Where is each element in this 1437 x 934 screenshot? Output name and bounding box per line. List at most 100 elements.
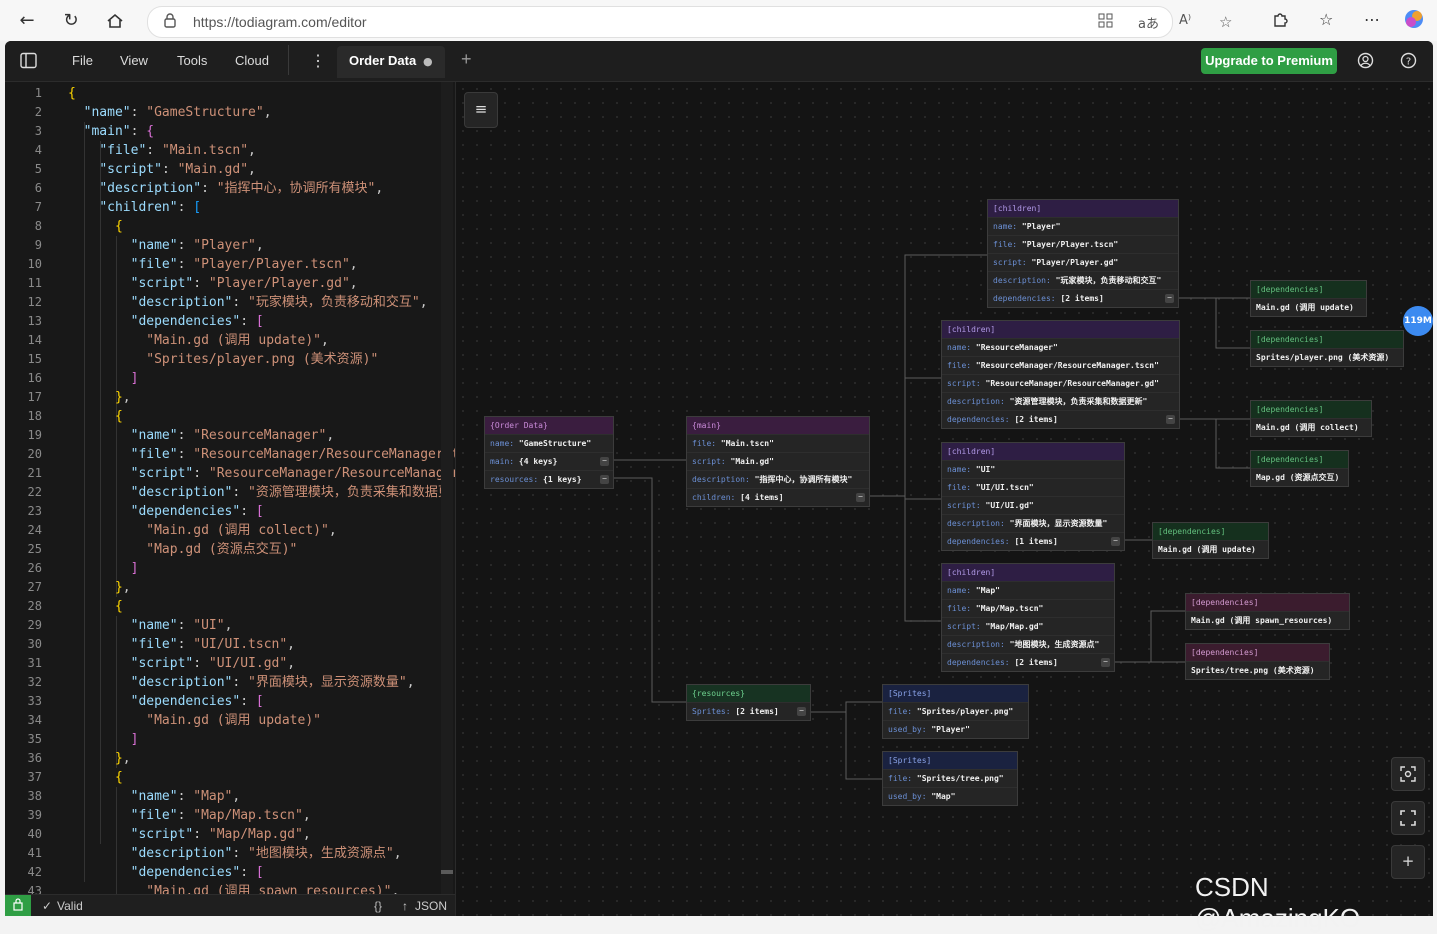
- home-icon[interactable]: [102, 8, 128, 34]
- menu-view[interactable]: View: [120, 53, 148, 68]
- code-line[interactable]: },: [68, 388, 131, 407]
- code-line[interactable]: "name": "UI",: [68, 616, 233, 635]
- code-line[interactable]: },: [68, 749, 131, 768]
- kebab-menu-icon[interactable]: ⋮: [310, 53, 326, 70]
- code-line[interactable]: "name": "Map",: [68, 787, 241, 806]
- graph-node-dep_m2[interactable]: [dependencies]Sprites/tree.png (美术资源): [1185, 643, 1330, 680]
- menu-cloud[interactable]: Cloud: [235, 53, 269, 68]
- code-line[interactable]: {: [68, 768, 123, 787]
- format-label[interactable]: JSON: [415, 899, 448, 913]
- address-bar[interactable]: https://todiagram.com/editor aあ A⁾ ☆: [147, 6, 1232, 38]
- cloud-sync-icon[interactable]: [5, 895, 31, 916]
- code-line[interactable]: "Main.gd (调用 update)",: [68, 331, 329, 350]
- graph-node-spr2[interactable]: [Sprites]file: "Sprites/tree.png"used_by…: [882, 751, 1018, 806]
- add-tab-button[interactable]: +: [461, 49, 472, 69]
- memory-badge[interactable]: 119M: [1403, 306, 1433, 336]
- graph-node-root[interactable]: {Order Data}name: "GameStructure"main: {…: [484, 416, 614, 489]
- editor-scrollbar[interactable]: [441, 82, 453, 894]
- graph-node-dep_r2[interactable]: [dependencies]Map.gd (资源点交互): [1250, 450, 1349, 487]
- code-line[interactable]: "main": {: [68, 122, 154, 141]
- code-line[interactable]: "script": "Main.gd",: [68, 160, 256, 179]
- canvas-menu-icon[interactable]: ≡: [464, 92, 498, 128]
- translate-icon[interactable]: aあ: [1138, 17, 1159, 32]
- tab-order-data[interactable]: Order Data ●: [337, 46, 445, 78]
- code-line[interactable]: {: [68, 217, 123, 236]
- code-line[interactable]: {: [68, 84, 76, 103]
- apps-grid-icon[interactable]: [1098, 13, 1113, 32]
- code-line[interactable]: ]: [68, 559, 139, 578]
- graph-node-map[interactable]: [children]name: "Map"file: "Map/Map.tscn…: [941, 563, 1115, 672]
- menu-file[interactable]: File: [72, 53, 93, 68]
- menu-tools[interactable]: Tools: [177, 53, 208, 68]
- code-line[interactable]: "Sprites/player.png (美术资源)": [68, 350, 378, 369]
- code-line[interactable]: "script": "Player/Player.gd",: [68, 274, 358, 293]
- code-line[interactable]: "description": "指挥中心，协调所有模块",: [68, 179, 383, 198]
- format-braces-icon[interactable]: {}: [374, 899, 383, 913]
- sidebar-toggle-icon[interactable]: [20, 52, 37, 72]
- favorite-star-icon[interactable]: ☆: [1219, 13, 1233, 31]
- code-line[interactable]: "name": "ResourceManager",: [68, 426, 335, 445]
- code-line[interactable]: "Map.gd (资源点交互)": [68, 540, 297, 559]
- extensions-icon[interactable]: [1271, 10, 1289, 32]
- graph-node-dep_p1[interactable]: [dependencies]Main.gd (调用 update): [1250, 280, 1367, 317]
- collapse-icon[interactable]: −: [1111, 537, 1120, 546]
- code-line[interactable]: "file": "ResourceManager/ResourceManager…: [68, 445, 455, 464]
- help-icon[interactable]: ?: [1400, 52, 1417, 72]
- code-line[interactable]: "dependencies": [: [68, 502, 264, 521]
- code-line[interactable]: "file": "Main.tscn",: [68, 141, 256, 160]
- graph-node-spr1[interactable]: [Sprites]file: "Sprites/player.png"used_…: [882, 684, 1029, 739]
- copilot-icon[interactable]: [1403, 8, 1425, 34]
- url-text[interactable]: https://todiagram.com/editor: [193, 14, 367, 30]
- collapse-icon[interactable]: −: [1101, 658, 1110, 667]
- back-arrow-icon[interactable]: ←: [19, 10, 35, 31]
- code-line[interactable]: },: [68, 578, 131, 597]
- code-line[interactable]: "file": "Map/Map.tscn",: [68, 806, 311, 825]
- graph-node-resmgr[interactable]: [children]name: "ResourceManager"file: "…: [941, 320, 1180, 429]
- code-line[interactable]: "dependencies": [: [68, 863, 264, 882]
- code-line[interactable]: "description": "资源管理模块，负责采集和数据更: [68, 483, 451, 502]
- diagram-canvas[interactable]: ≡ {Order Data}name: "GameStructure"main:…: [455, 82, 1433, 916]
- graph-node-main[interactable]: {main}file: "Main.tscn"script: "Main.gd"…: [686, 416, 870, 507]
- graph-node-ui[interactable]: [children]name: "UI"file: "UI/UI.tscn"sc…: [941, 442, 1125, 551]
- code-line[interactable]: "dependencies": [: [68, 692, 264, 711]
- code-line[interactable]: ]: [68, 730, 139, 749]
- reload-icon[interactable]: ↻: [63, 10, 79, 31]
- code-line[interactable]: {: [68, 597, 123, 616]
- graph-node-resources[interactable]: {resources}Sprites: [2 items]−: [686, 684, 811, 721]
- code-line[interactable]: "children": [: [68, 198, 201, 217]
- collapse-icon[interactable]: −: [856, 493, 865, 502]
- editor-scroll-thumb[interactable]: [441, 870, 453, 874]
- favorites-icon[interactable]: ☆: [1319, 10, 1334, 29]
- graph-node-dep_r1[interactable]: [dependencies]Main.gd (调用 collect): [1250, 400, 1372, 437]
- code-line[interactable]: "description": "界面模块，显示资源数量",: [68, 673, 415, 692]
- code-line[interactable]: "Main.gd (调用 update)": [68, 711, 321, 730]
- code-line[interactable]: "script": "ResourceManager/ResourceManag…: [68, 464, 455, 483]
- zoom-in-button[interactable]: +: [1391, 845, 1425, 879]
- read-aloud-icon[interactable]: A⁾: [1179, 13, 1192, 28]
- code-line[interactable]: "script": "Map/Map.gd",: [68, 825, 311, 844]
- code-line[interactable]: "description": "地图模块，生成资源点",: [68, 844, 402, 863]
- account-icon[interactable]: [1357, 52, 1374, 72]
- code-line[interactable]: "dependencies": [: [68, 312, 264, 331]
- code-line[interactable]: "name": "Player",: [68, 236, 264, 255]
- graph-node-dep_u1[interactable]: [dependencies]Main.gd (调用 update): [1152, 522, 1269, 559]
- graph-node-dep_p2[interactable]: [dependencies]Sprites/player.png (美术资源): [1250, 330, 1404, 367]
- lock-icon[interactable]: [164, 13, 176, 32]
- code-line[interactable]: "file": "Player/Player.tscn",: [68, 255, 358, 274]
- graph-node-dep_m1[interactable]: [dependencies]Main.gd (调用 spawn_resource…: [1185, 593, 1350, 630]
- collapse-icon[interactable]: −: [797, 707, 806, 716]
- code-line[interactable]: "script": "UI/UI.gd",: [68, 654, 295, 673]
- code-line[interactable]: ]: [68, 369, 139, 388]
- collapse-icon[interactable]: −: [1166, 415, 1175, 424]
- code-line[interactable]: "description": "玩家模块，负责移动和交互",: [68, 293, 428, 312]
- upgrade-premium-button[interactable]: Upgrade to Premium: [1201, 48, 1337, 74]
- more-menu-icon[interactable]: ⋯: [1364, 10, 1380, 29]
- code-line[interactable]: "Main.gd (调用 collect)",: [68, 521, 336, 540]
- code-area[interactable]: { "name": "GameStructure", "main": { "fi…: [68, 82, 455, 894]
- graph-node-player[interactable]: [children]name: "Player"file: "Player/Pl…: [987, 199, 1179, 308]
- collapse-icon[interactable]: −: [600, 457, 609, 466]
- code-line[interactable]: "Main.gd (调用 spawn_resources)",: [68, 882, 399, 894]
- code-line[interactable]: "name": "GameStructure",: [68, 103, 272, 122]
- collapse-icon[interactable]: −: [1165, 294, 1174, 303]
